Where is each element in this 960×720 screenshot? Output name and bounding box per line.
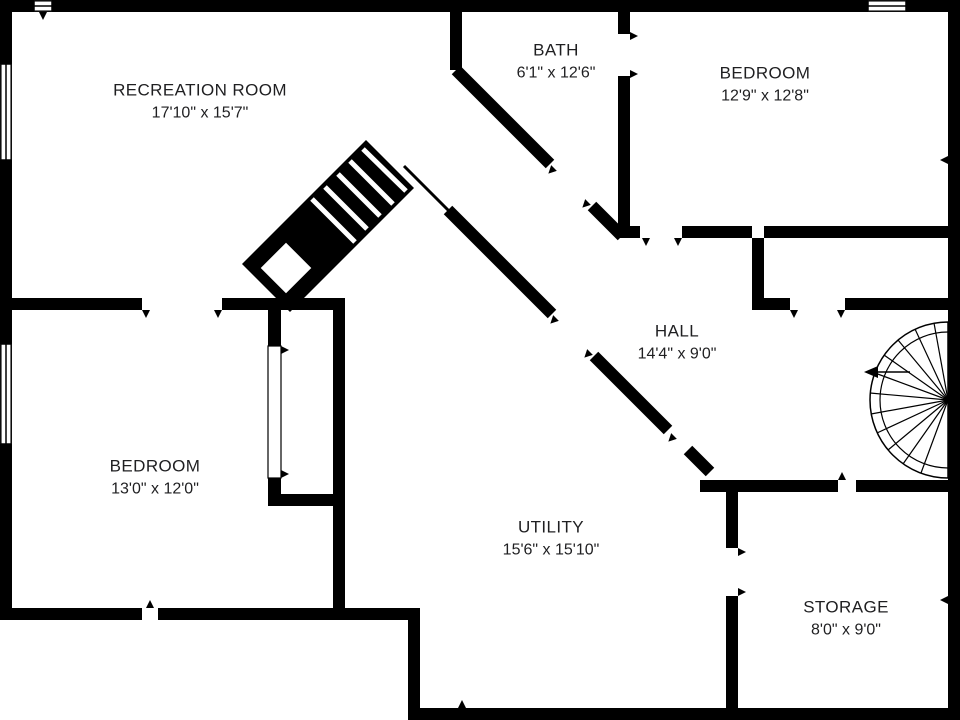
room-name: RECREATION ROOM [113, 80, 287, 100]
room-dimensions: 6'1" x 12'6" [516, 64, 596, 82]
room-label-utility: UTILITY 15'6" x 15'10" [503, 516, 600, 559]
fan-outline [869, 321, 949, 479]
wall-segment [158, 608, 420, 620]
wall-segment [700, 480, 838, 492]
door-tick-icon [837, 310, 845, 318]
door-tick-icon [630, 32, 638, 40]
winder-stairs-icon [864, 321, 949, 479]
wall-segment [0, 0, 12, 64]
door-tick-icon [674, 238, 682, 246]
wall-segment [618, 12, 630, 34]
door-tick-icon [738, 548, 746, 556]
door-tick-icon [548, 165, 557, 174]
room-dimensions: 13'0" x 12'0" [111, 480, 199, 498]
wall-segment [268, 494, 345, 506]
wall-segment [587, 201, 627, 241]
wall-segment [333, 310, 345, 608]
cased-opening [267, 345, 282, 479]
room-label-hall: HALL 14'4" x 9'0" [638, 320, 717, 363]
room-label-recreation-room: RECREATION ROOM 17'10" x 15'7" [113, 79, 287, 122]
door-tick-icon [281, 346, 289, 354]
room-dimensions: 14'4" x 9'0" [637, 345, 717, 363]
staircase-icon [242, 140, 414, 312]
room-name: BATH [533, 40, 579, 60]
wall-segment [856, 480, 948, 492]
wall-segment [948, 0, 960, 720]
wall-segment [408, 708, 960, 720]
stair-run [242, 140, 414, 312]
door-tick-icon [790, 310, 798, 318]
wall-segment [462, 0, 868, 12]
wall-segment [618, 76, 630, 226]
room-dimensions: 17'10" x 15'7" [151, 104, 249, 122]
wall-segment [0, 444, 12, 608]
diagonal-walls [443, 65, 715, 477]
wall-segment [845, 298, 948, 310]
wall-segment [408, 608, 420, 720]
door-tick-icon [738, 588, 746, 596]
room-label-bedroom-top: BEDROOM 12'9" x 12'8" [720, 62, 811, 105]
fan-treads [869, 322, 949, 474]
wall-segment [0, 160, 12, 344]
wall-segment [451, 65, 555, 169]
room-name: HALL [654, 321, 700, 341]
door-tick-icon [582, 199, 591, 208]
door-tick-icon [940, 596, 948, 604]
room-name: UTILITY [517, 517, 585, 537]
wall-segment [0, 608, 142, 620]
stair-treads [310, 147, 408, 244]
door-tick-icon [668, 433, 677, 442]
room-name: STORAGE [803, 597, 889, 617]
room-dimensions: 8'0" x 9'0" [811, 621, 881, 639]
door-tick-icon [940, 156, 948, 164]
door-tick-icon [39, 12, 47, 20]
room-dimensions: 12'9" x 12'8" [721, 87, 809, 105]
stair-direction-arrow-icon [864, 366, 910, 378]
door-tick-icon [642, 238, 650, 246]
wall-segment [52, 0, 450, 12]
fan-inner-arc [879, 331, 949, 469]
door-tick-icon [214, 310, 222, 318]
door-tick-icon [584, 349, 593, 358]
room-label-bath: BATH 6'1" x 12'6" [517, 39, 596, 82]
door-tick-icon [142, 310, 150, 318]
door-tick-icon [146, 600, 154, 608]
room-name: BEDROOM [719, 63, 811, 83]
stair-rail-line [402, 164, 452, 214]
wall-segment [906, 0, 960, 12]
door-tick-icon [458, 700, 466, 708]
door-ticks [39, 12, 948, 708]
door-tick-icon [838, 472, 846, 480]
wall-segment [764, 226, 948, 238]
wall-segment [752, 238, 764, 310]
wall-segment [450, 0, 462, 70]
windows [0, 0, 907, 479]
door-tick-icon [281, 470, 289, 478]
wall-segment [268, 310, 281, 346]
room-dimensions: 15'6" x 15'10" [502, 541, 600, 559]
wall-segment [0, 298, 142, 310]
wall-segment [618, 226, 640, 238]
wall-segment [683, 445, 715, 477]
room-label-storage: STORAGE 8'0" x 9'0" [803, 596, 889, 639]
wall-segment [682, 226, 752, 238]
wall-segment [443, 205, 557, 319]
wall-segment [589, 351, 673, 435]
wall-segment [726, 596, 738, 720]
room-label-bedroom-left: BEDROOM 13'0" x 12'0" [110, 455, 201, 498]
door-tick-icon [550, 315, 559, 324]
door-tick-icon [630, 70, 638, 78]
room-name: BEDROOM [109, 456, 201, 476]
wall-segment [726, 492, 738, 548]
stair-landing-diamond [259, 241, 313, 295]
wall-segment [752, 298, 790, 310]
